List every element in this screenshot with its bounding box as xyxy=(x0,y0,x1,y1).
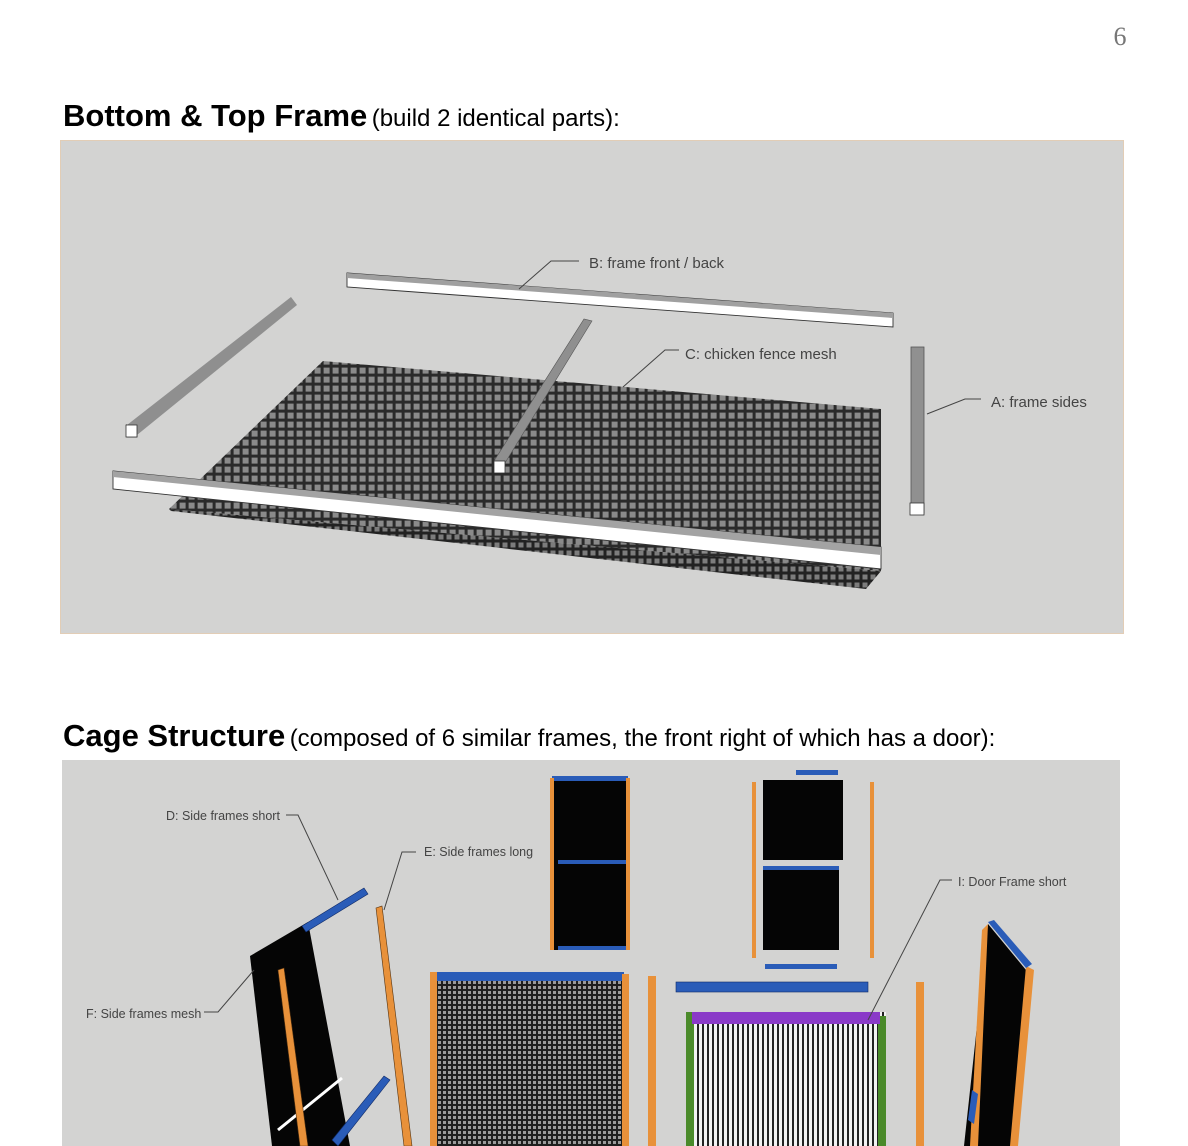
front-frame-door xyxy=(675,981,924,1146)
label-door-frame-short: I: Door Frame short xyxy=(958,875,1067,889)
bottom-top-frame-diagram: B: frame front / back C: chicken fence m… xyxy=(60,140,1124,634)
label-frame-sides: A: frame sides xyxy=(991,394,1087,411)
cage-illustration: D: Side frames short E: Side frames long… xyxy=(86,770,1067,1146)
section-note: (composed of 6 similar frames, the front… xyxy=(289,725,996,752)
cage-structure-diagram: D: Side frames short E: Side frames long… xyxy=(62,760,1120,1146)
frame-side-right xyxy=(909,346,925,516)
section-note: (build 2 identical parts): xyxy=(371,105,620,132)
back-frame-left xyxy=(550,776,630,950)
page-number: 6 xyxy=(1113,22,1127,51)
section-heading-bottom-top-frame: Bottom & Top Frame (build 2 identical pa… xyxy=(63,98,620,134)
frame-side-left xyxy=(125,297,297,438)
label-side-frames-long: E: Side frames long xyxy=(424,845,533,859)
chicken-fence-mesh xyxy=(169,361,881,589)
label-side-frames-mesh: F: Side frames mesh xyxy=(86,1007,201,1021)
label-frame-front-back: B: frame front / back xyxy=(589,255,725,272)
side-frame-right xyxy=(964,920,1034,1146)
frame-front-back-top xyxy=(346,272,894,328)
section-heading-cage-structure: Cage Structure (composed of 6 similar fr… xyxy=(63,718,995,754)
side-frame-left xyxy=(250,887,413,1146)
label-chicken-fence-mesh: C: chicken fence mesh xyxy=(685,346,837,363)
frame-front-back-bottom xyxy=(112,470,882,570)
front-frame-left xyxy=(430,972,656,1146)
frame-illustration: B: frame front / back C: chicken fence m… xyxy=(112,255,1087,589)
back-frame-right xyxy=(752,770,874,969)
leader-lines xyxy=(518,260,981,415)
leader-lines xyxy=(204,814,952,1021)
frame-side-middle xyxy=(493,318,593,474)
section-title: Cage Structure xyxy=(63,718,286,753)
section-title: Bottom & Top Frame xyxy=(63,98,368,133)
label-side-frames-short: D: Side frames short xyxy=(166,809,280,823)
